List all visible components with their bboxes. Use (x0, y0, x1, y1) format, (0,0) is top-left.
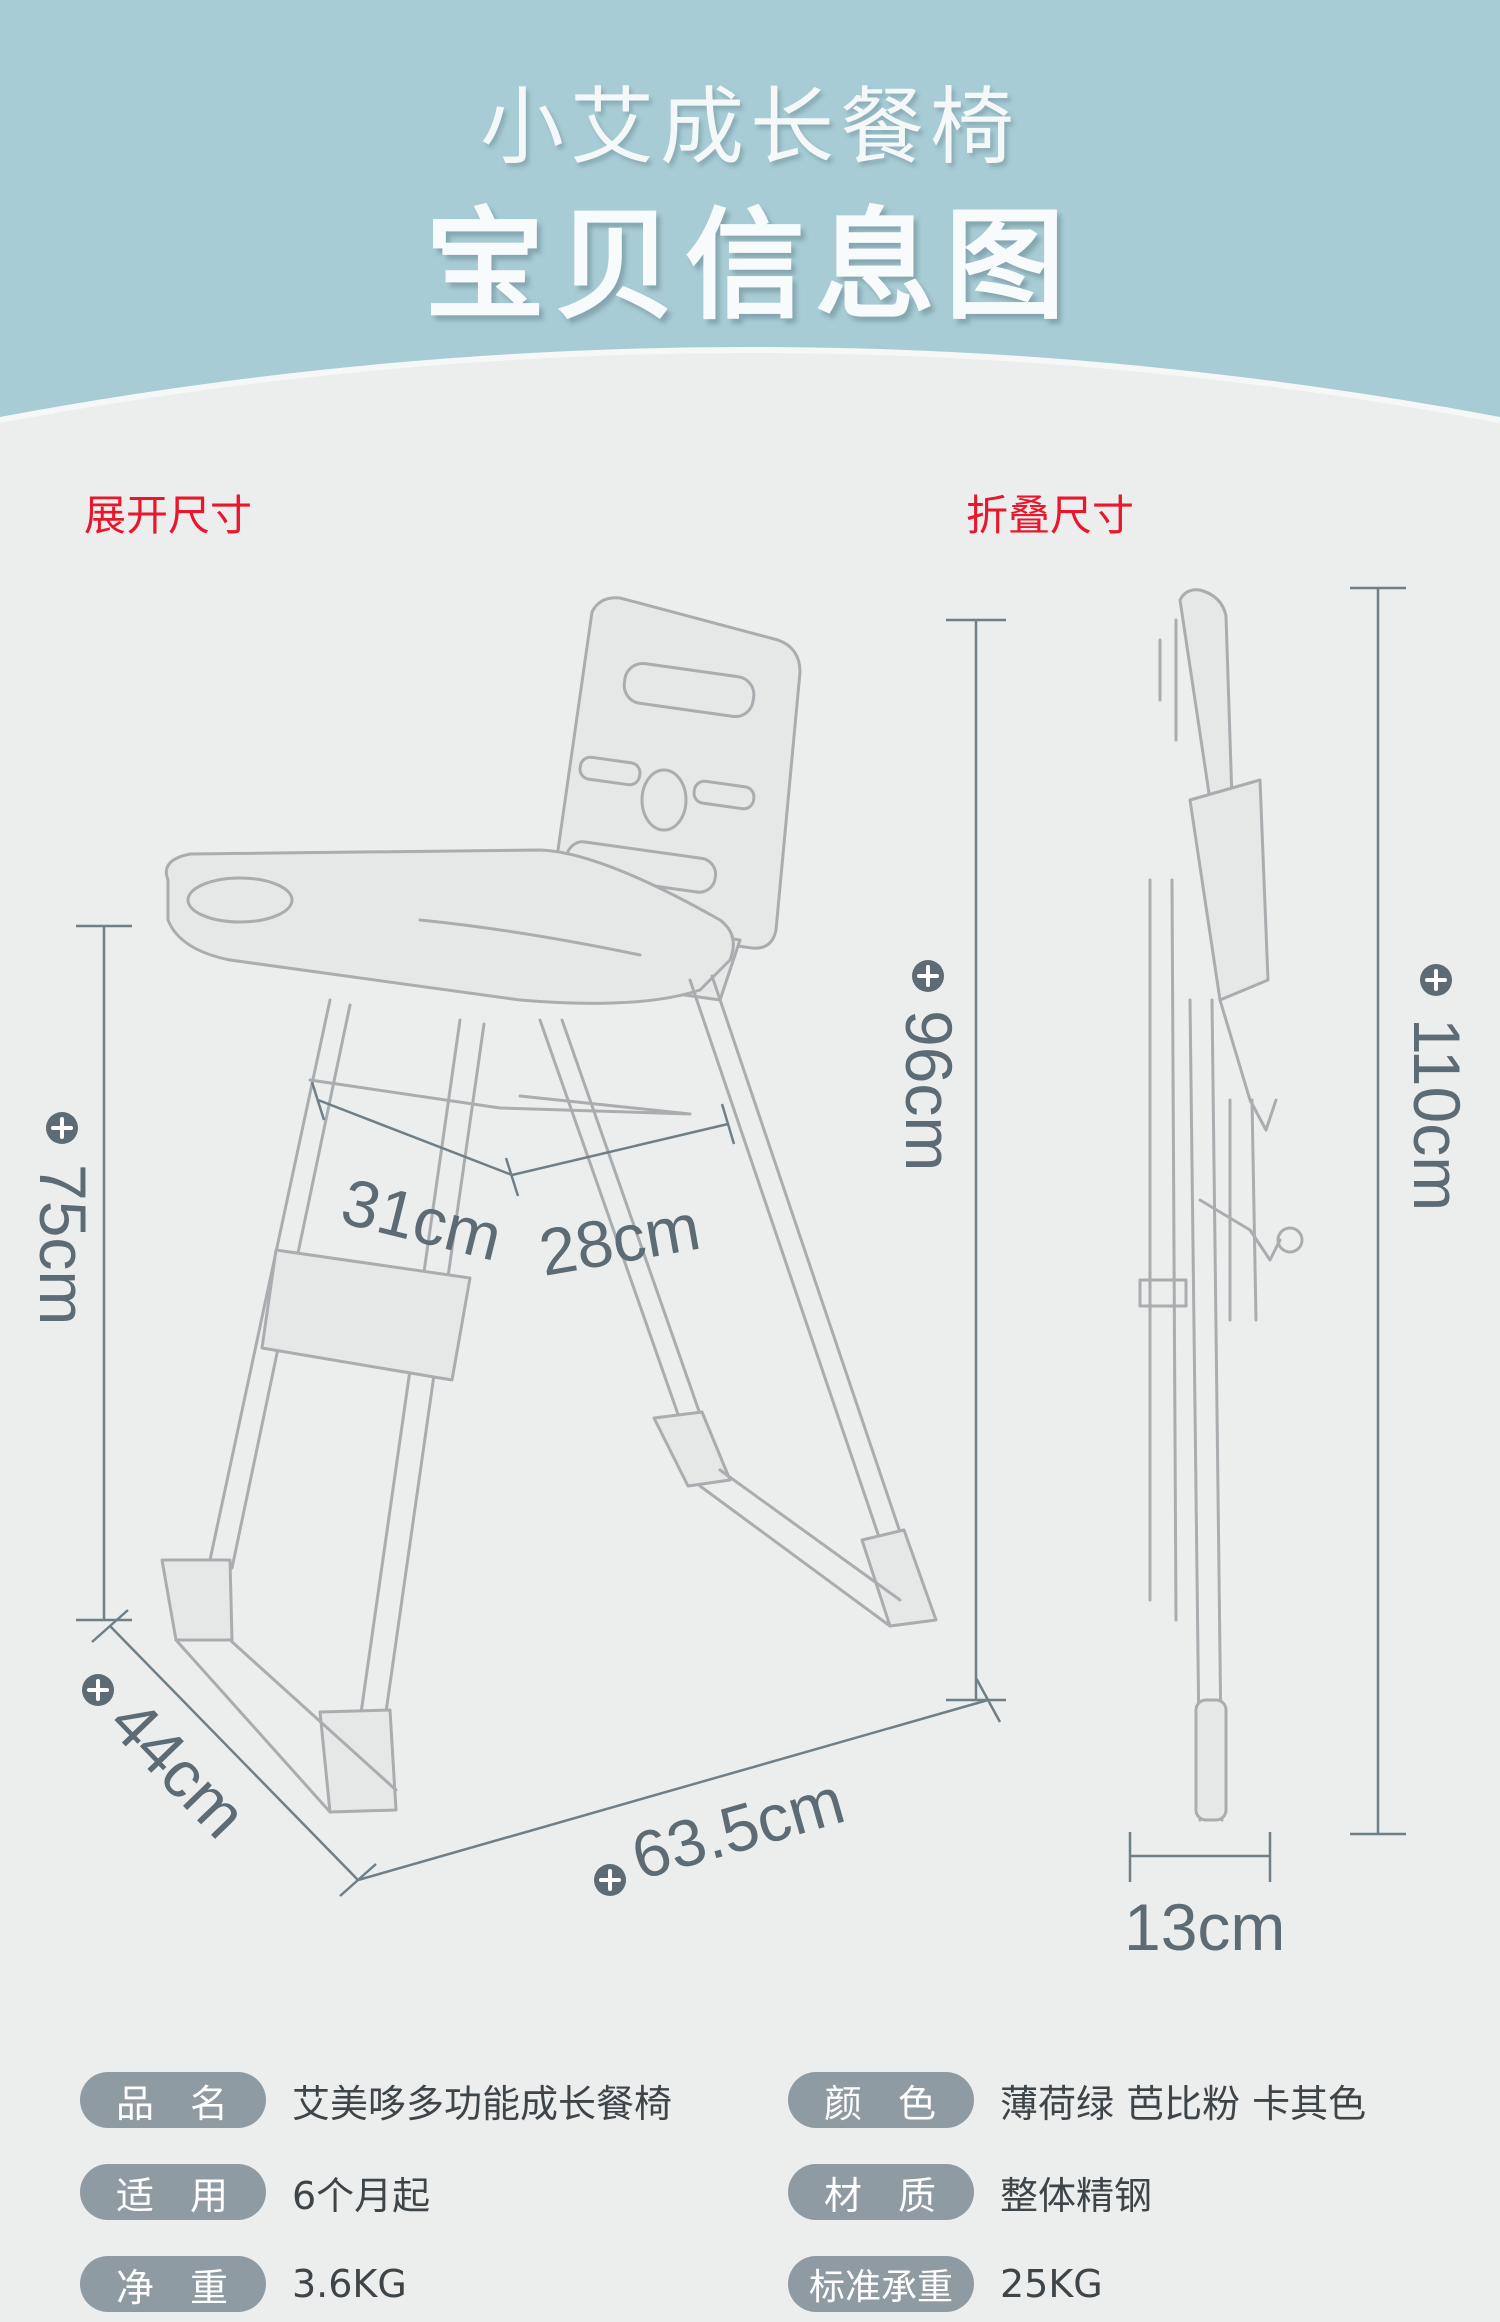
spec-row-weight: 净 重 3.6KG (80, 2256, 407, 2312)
spec-label: 品 名 (80, 2072, 266, 2128)
spec-value: 整体精钢 (1000, 2173, 1153, 2218)
expanded-height-text: 96cm (892, 1010, 966, 1171)
rear-leg-right (688, 974, 902, 1542)
folded-height-text: 110cm (1400, 1018, 1474, 1211)
base-length-dimension: 63.5cm (357, 1677, 1002, 1896)
page-subtitle: 小艾成长餐椅 (479, 78, 1020, 176)
spec-value: 艾美哆多功能成长餐椅 (292, 2081, 673, 2126)
spec-row-color: 颜 色 薄荷绿 芭比粉 卡其色 (788, 2072, 1366, 2128)
expanded-size-label: 展开尺寸 (84, 491, 253, 540)
spec-label: 适 用 (80, 2164, 266, 2220)
folded-height-dimension: 110cm (1350, 586, 1474, 1836)
spec-label: 净 重 (80, 2256, 266, 2312)
folded-chair-illustration (1138, 588, 1304, 1822)
header-curve (0, 347, 1500, 440)
seat-width-dimension: 31cm (310, 1081, 520, 1275)
page-title: 宝贝信息图 (425, 197, 1075, 336)
folded-size-label: 折叠尺寸 (966, 491, 1135, 540)
spec-label: 标准承重 (788, 2256, 974, 2312)
spec-value: 薄荷绿 芭比粉 卡其色 (1000, 2081, 1367, 2126)
base-length-text: 63.5cm (623, 1763, 851, 1894)
rear-leg-left (538, 1018, 702, 1422)
seat-height-text: 75cm (26, 1164, 100, 1325)
footrest (260, 1248, 472, 1382)
spec-row-material: 材 质 整体精钢 (788, 2164, 1152, 2220)
spec-row-load-capacity: 标准承重 25KG (788, 2256, 1103, 2312)
folded-depth-dimension: 13cm (1124, 1832, 1285, 1964)
spec-value: 25KG (1000, 2262, 1103, 2306)
seat-depth-text: 28cm (534, 1189, 706, 1290)
seat-height-dimension: 75cm (26, 924, 132, 1622)
spec-value: 6个月起 (292, 2173, 431, 2218)
spec-label: 材 质 (788, 2164, 974, 2220)
spec-row-product-name: 品 名 艾美哆多功能成长餐椅 (80, 2072, 672, 2128)
spec-value: 3.6KG (292, 2262, 407, 2306)
seat-width-text: 31cm (335, 1164, 509, 1275)
tray (164, 848, 735, 1005)
spec-row-age: 适 用 6个月起 (80, 2164, 430, 2220)
folded-depth-text: 13cm (1124, 1890, 1285, 1964)
spec-label: 颜 色 (788, 2072, 974, 2128)
expanded-height-dimension: 96cm (892, 618, 1006, 1702)
expanded-chair-illustration (160, 596, 938, 1814)
